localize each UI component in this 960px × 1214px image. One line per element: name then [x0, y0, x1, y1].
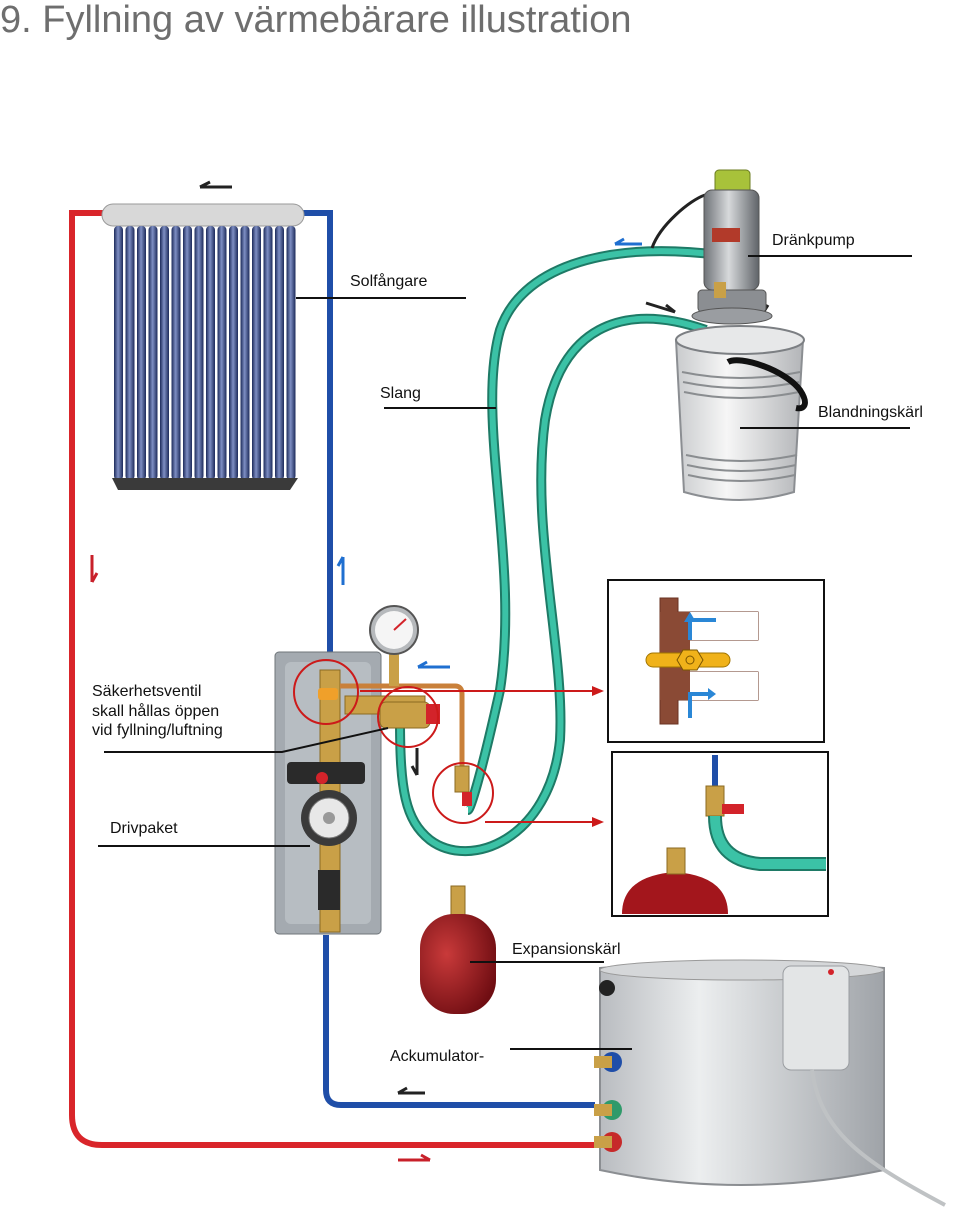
collector-tube — [286, 226, 296, 480]
label-expansion-vessel: Expansionskärl — [512, 941, 621, 958]
solar-collector — [101, 203, 305, 490]
collector-tube — [217, 226, 227, 480]
collector-tube — [160, 226, 169, 480]
drain-pump — [650, 169, 773, 325]
collector-tube — [229, 226, 238, 480]
label-pump-station: Drivpaket — [110, 820, 178, 837]
flow-arrows — [90, 180, 770, 1162]
collector-tube — [252, 226, 261, 480]
collector-tube — [240, 226, 250, 480]
label-safety-valve-line3: vid fyllning/luftning — [92, 722, 223, 739]
collector-tube — [137, 226, 146, 480]
pressure-gauge — [369, 605, 419, 686]
label-accumulator: Ackumulator- — [390, 1048, 484, 1065]
hot-pipe — [69, 210, 595, 1148]
mixing-vessel — [674, 325, 808, 501]
label-safety-valve-line1: Säkerhetsventil — [92, 683, 201, 700]
highlight-circles — [293, 659, 494, 824]
label-safety-valve-line2: skall hållas öppen — [92, 702, 219, 720]
label-drain-pump: Dränkpump — [772, 232, 855, 249]
filling-hose — [395, 246, 721, 857]
collector-tube — [114, 226, 123, 480]
collector-tube — [275, 226, 284, 480]
valve-detail-inset — [607, 579, 825, 743]
collector-tube — [125, 226, 135, 480]
label-mixing-vessel: Blandningskärl — [818, 404, 923, 421]
collector-tube — [183, 226, 192, 480]
collector-tube — [194, 226, 204, 480]
page-title: 9. Fyllning av värmebärare illustration — [0, 0, 632, 41]
callout-arrows — [360, 686, 604, 827]
drain-valve-inset — [611, 751, 829, 917]
expansion-vessel — [420, 885, 496, 1014]
cold-pipe — [300, 210, 595, 1108]
collector-tube — [148, 226, 158, 480]
label-solar-collector: Solfångare — [350, 272, 427, 290]
pump-station — [274, 651, 472, 935]
leader-lines — [98, 255, 912, 1050]
label-hose: Slang — [380, 385, 421, 402]
accumulator-tank — [594, 959, 946, 1207]
collector-tube — [171, 226, 181, 480]
collector-tubes — [114, 226, 296, 480]
collector-tube — [263, 226, 273, 480]
collector-tube — [206, 226, 215, 480]
